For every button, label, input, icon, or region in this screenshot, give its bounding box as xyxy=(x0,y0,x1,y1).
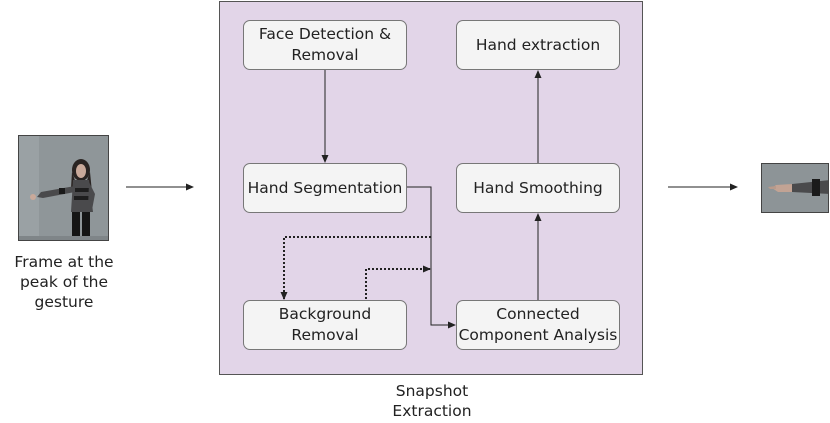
segmentation-to-component-arrow xyxy=(407,186,456,329)
background-removal-node: Background Removal xyxy=(243,300,407,350)
hand-segmentation-node: Hand Segmentation xyxy=(243,163,407,213)
person-pointing-figure xyxy=(19,136,108,240)
input-frame-image xyxy=(18,135,109,241)
output-hand-image xyxy=(761,163,829,213)
hand-smoothing-node: Hand Smoothing xyxy=(456,163,620,213)
input-frame-caption: Frame at the peak of the gesture xyxy=(14,253,114,311)
panel-caption: Snapshot Extraction xyxy=(392,382,472,420)
background-to-component-dotted-arrow xyxy=(365,265,431,299)
segmentation-to-background-dotted-arrow xyxy=(280,236,431,300)
extracted-hand-figure xyxy=(762,164,828,212)
connected-component-node: Connected Component Analysis xyxy=(456,300,620,350)
face-detection-node: Face Detection & Removal xyxy=(243,20,407,70)
hand-extraction-node: Hand extraction xyxy=(456,20,620,70)
